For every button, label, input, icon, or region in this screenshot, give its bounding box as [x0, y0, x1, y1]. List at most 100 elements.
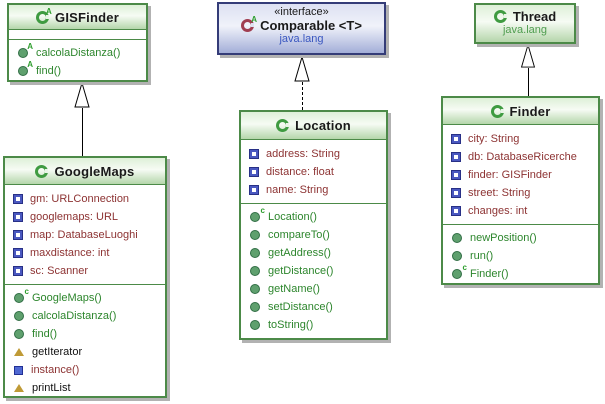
member-label: gm: URLConnection — [30, 193, 130, 205]
member-label: address: String — [266, 148, 340, 160]
member-label: getAddress() — [268, 247, 331, 259]
class-header[interactable]: GISFinder — [9, 5, 146, 30]
member-row[interactable]: Finder() — [443, 263, 596, 283]
member-label: changes: int — [468, 205, 528, 217]
class-header[interactable]: Finder — [443, 98, 598, 125]
methods-compartment: GoogleMaps()calcolaDistanza()find()getIt… — [5, 285, 165, 396]
field-icon — [13, 248, 23, 258]
member-row[interactable]: find() — [9, 60, 144, 80]
member-row[interactable]: GoogleMaps() — [5, 287, 163, 307]
member-row[interactable]: distance: float — [241, 163, 384, 181]
interface-stereotype: «interface» — [274, 6, 329, 18]
field-icon — [13, 194, 23, 204]
triangle-icon — [14, 348, 24, 356]
member-row[interactable]: finder: GISFinder — [443, 166, 596, 184]
member-row[interactable]: newPosition() — [443, 229, 596, 247]
static-method-icon — [14, 365, 23, 375]
abstract-method-icon — [18, 60, 33, 76]
class-icon — [493, 10, 507, 23]
member-row[interactable]: map: DatabaseLuoghi — [5, 226, 163, 244]
member-label: street: String — [468, 187, 531, 199]
member-row[interactable]: Location() — [241, 206, 384, 226]
field-icon — [451, 134, 461, 144]
member-row[interactable]: getAddress() — [241, 244, 384, 262]
methods-compartment: newPosition() run()Finder() — [443, 225, 598, 283]
member-row[interactable]: db: DatabaseRicerche — [443, 148, 596, 166]
member-label: googlemaps: URL — [30, 211, 119, 223]
fields-compartment-empty — [9, 30, 146, 40]
member-row[interactable]: street: String — [443, 184, 596, 202]
fields-compartment: address: String distance: float name: Stri… — [241, 140, 386, 203]
methods-compartment: Location() compareTo() getAddress() getDist… — [241, 204, 386, 338]
method-icon — [250, 320, 260, 330]
member-label: distance: float — [266, 166, 334, 178]
inheritance-arrow-googlemaps-to-gisfinder[interactable] — [74, 82, 90, 156]
method-icon — [452, 251, 462, 261]
field-icon — [13, 212, 23, 222]
member-row[interactable]: printList — [5, 379, 163, 396]
inheritance-arrow-finder-to-thread[interactable] — [520, 44, 536, 96]
class-box-finder[interactable]: Finder city: String db: DatabaseRicerche f… — [441, 96, 600, 285]
method-icon — [250, 284, 260, 294]
class-box-location[interactable]: Location address: String distance: float n… — [239, 110, 388, 340]
method-icon — [250, 302, 260, 312]
class-title: Location — [295, 118, 351, 133]
hollow-triangle-arrowhead — [520, 44, 536, 68]
member-row[interactable]: setDistance() — [241, 298, 384, 316]
hollow-triangle-arrowhead — [294, 56, 310, 82]
abstract-method-icon — [18, 42, 33, 58]
class-box-thread[interactable]: Thread java.lang — [474, 3, 576, 44]
realization-arrow-location-to-comparable[interactable] — [294, 56, 310, 110]
member-row[interactable]: run() — [443, 247, 596, 265]
class-title: GISFinder — [55, 9, 119, 25]
package-label: java.lang — [279, 33, 324, 45]
class-header[interactable]: GoogleMaps — [5, 158, 165, 185]
class-header[interactable]: Comparable <T> — [219, 15, 384, 33]
member-row[interactable]: gm: URLConnection — [5, 190, 163, 208]
method-icon — [14, 329, 24, 339]
member-row[interactable]: toString() — [241, 316, 384, 334]
member-label: setDistance() — [268, 301, 333, 313]
class-header[interactable]: Thread — [476, 5, 574, 24]
member-row[interactable]: getDistance() — [241, 262, 384, 280]
member-row[interactable]: name: String — [241, 181, 384, 199]
member-label: city: String — [468, 133, 520, 145]
member-label: db: DatabaseRicerche — [468, 151, 577, 163]
class-icon — [35, 164, 49, 178]
member-row[interactable]: googlemaps: URL — [5, 208, 163, 226]
class-box-gisfinder[interactable]: GISFinder calcolaDistanza()find() — [7, 3, 148, 82]
member-row[interactable]: getName() — [241, 280, 384, 298]
interface-box-comparable[interactable]: «interface» Comparable <T> java.lang — [217, 2, 386, 55]
compartment-separator — [241, 203, 386, 204]
field-icon — [249, 185, 259, 195]
member-row[interactable]: maxdistance: int — [5, 244, 163, 262]
method-icon — [14, 311, 24, 321]
member-row[interactable]: sc: Scanner — [5, 262, 163, 280]
constructor-icon — [14, 287, 29, 303]
realization-dashed-line — [301, 82, 303, 110]
member-row[interactable]: city: String — [443, 130, 596, 148]
member-row[interactable]: calcolaDistanza() — [9, 42, 144, 62]
member-row[interactable]: calcolaDistanza() — [5, 307, 163, 325]
compartment-separator — [443, 224, 598, 225]
member-label: compareTo() — [268, 229, 330, 241]
member-row[interactable]: instance() — [5, 361, 163, 379]
member-row[interactable]: address: String — [241, 145, 384, 163]
member-row[interactable]: compareTo() — [241, 226, 384, 244]
member-label: finder: GISFinder — [468, 169, 552, 181]
field-icon — [451, 188, 461, 198]
member-row[interactable]: getIterator — [5, 343, 163, 361]
method-icon — [250, 230, 260, 240]
member-row[interactable]: changes: int — [443, 202, 596, 220]
class-icon — [490, 104, 504, 118]
class-title: Comparable <T> — [260, 18, 362, 33]
member-label: run() — [470, 250, 494, 262]
inheritance-line — [527, 68, 529, 96]
package-label: java.lang — [502, 24, 548, 36]
member-row[interactable]: find() — [5, 325, 163, 343]
class-box-googlemaps[interactable]: GoogleMaps gm: URLConnection googlemaps: … — [3, 156, 167, 398]
member-label: calcolaDistanza() — [36, 47, 121, 59]
class-header[interactable]: Location — [241, 112, 386, 140]
member-label: newPosition() — [470, 232, 537, 244]
member-label: instance() — [31, 364, 80, 376]
